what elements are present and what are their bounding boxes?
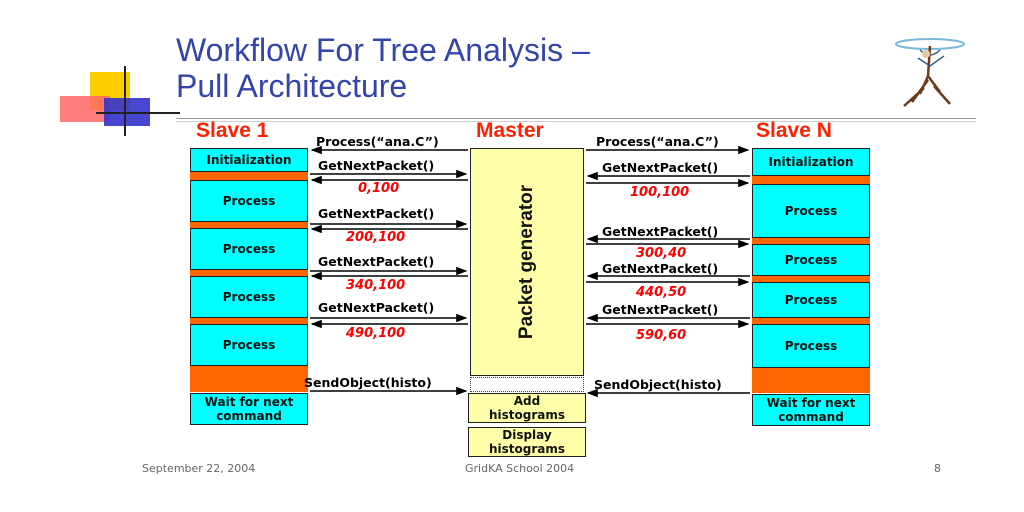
add-histograms-line1: Add	[513, 394, 541, 408]
packet-left-2: 200,100	[346, 230, 406, 245]
packet-right-2: 300,40	[636, 246, 687, 261]
logo-decoration	[60, 62, 180, 142]
getnext-left-label-2: GetNextPacket()	[318, 206, 435, 221]
packet-right-4: 590,60	[636, 328, 687, 343]
add-histograms-box: Add histograms	[468, 393, 586, 423]
slave1-process-box-3: Process	[190, 276, 308, 318]
slave1-process-box-2: Process	[190, 228, 308, 270]
slaveN-process-box-4: Process	[752, 324, 870, 368]
packet-right-1: 100,100	[630, 185, 690, 200]
packet-left-1: 0,100	[358, 181, 400, 196]
packet-generator-box: Packet generator	[470, 148, 584, 376]
slave1-process-label: Process	[222, 242, 276, 256]
slaveN-idle-block	[752, 368, 870, 393]
getnext-right-label-2: GetNextPacket()	[602, 224, 719, 239]
slaveN-process-label: Process	[784, 204, 838, 218]
getnext-left-label-4: GetNextPacket()	[318, 300, 435, 315]
slave1-process-box-4: Process	[190, 324, 308, 366]
slaveN-process-label: Process	[784, 293, 838, 307]
slaveN-wait-box: Wait for next command	[752, 394, 870, 426]
slaveN-separator	[752, 176, 870, 184]
slaveN-process-label: Process	[784, 253, 838, 267]
slide-title: Workflow For Tree Analysis – Pull Archit…	[176, 32, 590, 104]
slaveN-process-label: Process	[784, 339, 838, 353]
footer-center: GridKA School 2004	[465, 462, 575, 475]
slave1-separator	[190, 172, 308, 180]
slaveN-wait-line2: command	[778, 410, 844, 424]
slide-title-line1: Workflow For Tree Analysis –	[176, 32, 590, 68]
slaveN-separator	[752, 238, 870, 244]
sendobject-left-label: SendObject(histo)	[304, 375, 432, 390]
footer-date: September 22, 2004	[142, 462, 256, 475]
getnext-left-label-1: GetNextPacket()	[318, 158, 435, 173]
sendobject-right-label: SendObject(histo)	[594, 377, 722, 392]
title-divider	[176, 118, 976, 119]
slaveN-separator	[752, 318, 870, 324]
slave1-separator	[190, 318, 308, 324]
display-histograms-line2: histograms	[488, 442, 566, 456]
slaveN-process-box-3: Process	[752, 282, 870, 318]
slaveN-process-box-2: Process	[752, 244, 870, 276]
slave1-process-label: Process	[222, 338, 276, 352]
packet-right-3: 440,50	[636, 285, 687, 300]
process-call-right-label: Process(“ana.C”)	[596, 134, 719, 149]
slaveN-separator	[752, 276, 870, 282]
process-call-left-label: Process(“ana.C”)	[316, 134, 439, 149]
master-header: Master	[476, 119, 544, 142]
slave1-process-label: Process	[222, 194, 276, 208]
slave1-header: Slave 1	[196, 119, 269, 142]
packet-left-3: 340,100	[346, 278, 406, 293]
slaveN-initialization-label: Initialization	[768, 155, 854, 169]
getnext-right-label-1: GetNextPacket()	[602, 160, 719, 175]
tree-illustration-icon	[895, 38, 965, 107]
master-merge-gap	[470, 377, 584, 392]
slaveN-process-box-1: Process	[752, 184, 870, 238]
slave1-idle-block	[190, 366, 308, 392]
slaveN-header: Slave N	[756, 119, 832, 142]
slave1-wait-box: Wait for next command	[190, 393, 308, 425]
display-histograms-box: Display histograms	[468, 427, 586, 457]
slave1-wait-line1: Wait for next	[204, 395, 294, 409]
slave1-process-label: Process	[222, 290, 276, 304]
slave1-wait-line2: command	[216, 409, 282, 423]
slave1-initialization-box: Initialization	[190, 148, 308, 172]
getnext-right-label-3: GetNextPacket()	[602, 261, 719, 276]
slide-title-line2: Pull Architecture	[176, 68, 408, 104]
title-divider-shadow	[176, 121, 976, 122]
slaveN-initialization-box: Initialization	[752, 148, 870, 176]
slave1-process-box-1: Process	[190, 180, 308, 222]
slave1-initialization-label: Initialization	[206, 153, 292, 167]
packet-left-4: 490,100	[346, 326, 406, 341]
slave1-separator	[190, 270, 308, 276]
display-histograms-line1: Display	[502, 428, 552, 442]
add-histograms-line2: histograms	[488, 408, 566, 422]
slaveN-wait-line1: Wait for next	[766, 396, 856, 410]
slave1-separator	[190, 222, 308, 228]
footer-page-number: 8	[934, 462, 941, 475]
getnext-left-label-3: GetNextPacket()	[318, 254, 435, 269]
getnext-right-label-4: GetNextPacket()	[602, 302, 719, 317]
